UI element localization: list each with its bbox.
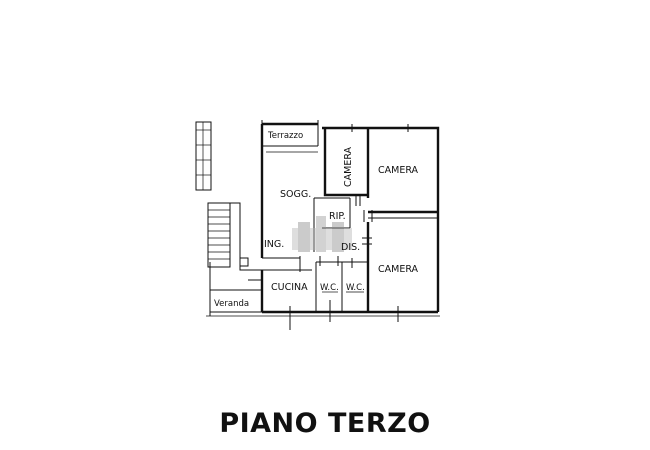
interior-walls <box>248 128 438 330</box>
room-label-terrazzo: Terrazzo <box>267 131 303 141</box>
room-label-camera-top: CAMERA <box>378 165 419 176</box>
room-label-cucina: CUCINA <box>271 282 308 293</box>
staircase <box>207 202 262 271</box>
room-label-disimpegno: DIS. <box>341 242 360 253</box>
room-label-wc-left: W.C. <box>320 283 339 293</box>
room-label-soggiorno: SOGG. <box>280 189 311 200</box>
outer-walls <box>206 120 440 317</box>
room-label-camera-small: CAMERA <box>343 146 354 187</box>
room-label-veranda: Veranda <box>214 299 249 309</box>
room-label-wc-right: W.C. <box>346 283 365 293</box>
room-label-ripostiglio: RIP. <box>329 211 346 222</box>
room-label-camera-bottom: CAMERA <box>378 264 419 275</box>
room-label-ingresso: ING. <box>264 239 284 250</box>
watermark-logo <box>292 216 352 252</box>
floor-title: PIANO TERZO <box>219 408 431 439</box>
stair-railing <box>195 121 212 191</box>
